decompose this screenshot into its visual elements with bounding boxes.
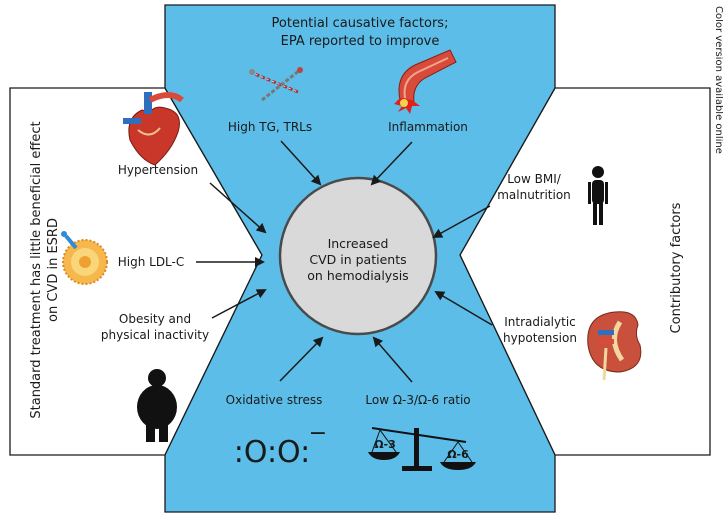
center-line3: on hemodialysis [307, 268, 408, 283]
arrow-high-tg [280, 140, 322, 186]
superoxide-charge: − [309, 421, 327, 446]
ldl-particle-icon [61, 231, 108, 285]
label-obesity-line1: Obesity and [119, 312, 191, 326]
label-low-bmi-line2: malnutrition [497, 188, 571, 202]
top-heading-line2: EPA reported to improve [281, 34, 440, 49]
center-line1: Increased [328, 236, 389, 251]
lipoprotein-chain-icon [249, 67, 303, 102]
arrow-intradialytic [434, 290, 493, 326]
label-high-tg: High TG, TRLs [228, 120, 312, 134]
thin-person-icon [588, 166, 608, 225]
label-inflammation: Inflammation [388, 120, 468, 134]
obese-person-icon [137, 369, 177, 442]
left-title-line2: on CVD in ESRD [46, 218, 61, 322]
label-hypertension: Hypertension [118, 163, 198, 177]
scale-omega6-label: Ω-6 [447, 448, 469, 461]
color-version-note: Color version available online [713, 6, 723, 154]
arrow-low-bmi [432, 205, 491, 238]
balance-scale-icon: Ω-3 Ω-6 [368, 427, 476, 471]
label-intradialytic-line2: hypotension [503, 331, 577, 345]
right-title: Contributory factors [669, 202, 684, 333]
label-high-ldl: High LDL-C [118, 255, 185, 269]
arrow-omega [372, 336, 413, 383]
label-obesity-line2: physical inactivity [101, 328, 209, 342]
center-line2: CVD in patients [309, 252, 406, 267]
label-intradialytic-line1: Intradialytic [504, 315, 576, 329]
superoxide-formula: :O:O: [234, 435, 311, 470]
scale-omega3-label: Ω-3 [374, 438, 396, 451]
label-low-bmi-line1: Low BMI/ [507, 172, 562, 186]
heart-icon [123, 92, 184, 166]
arrow-oxidative [279, 336, 324, 382]
center-circle [278, 176, 438, 336]
arrow-inflammation [370, 141, 413, 186]
label-oxidative: Oxidative stress [226, 393, 323, 407]
label-omega-ratio: Low Ω-3/Ω-6 ratio [365, 393, 470, 407]
arrow-obesity [211, 289, 267, 319]
arrow-hypertension [209, 182, 267, 234]
inflamed-artery-icon [394, 49, 457, 114]
left-title-line1: Standard treatment has little beneficial… [29, 121, 44, 418]
kidney-icon [587, 311, 642, 381]
superoxide-icon: :O:O: − [234, 421, 327, 470]
top-heading-line1: Potential causative factors; [272, 16, 449, 31]
